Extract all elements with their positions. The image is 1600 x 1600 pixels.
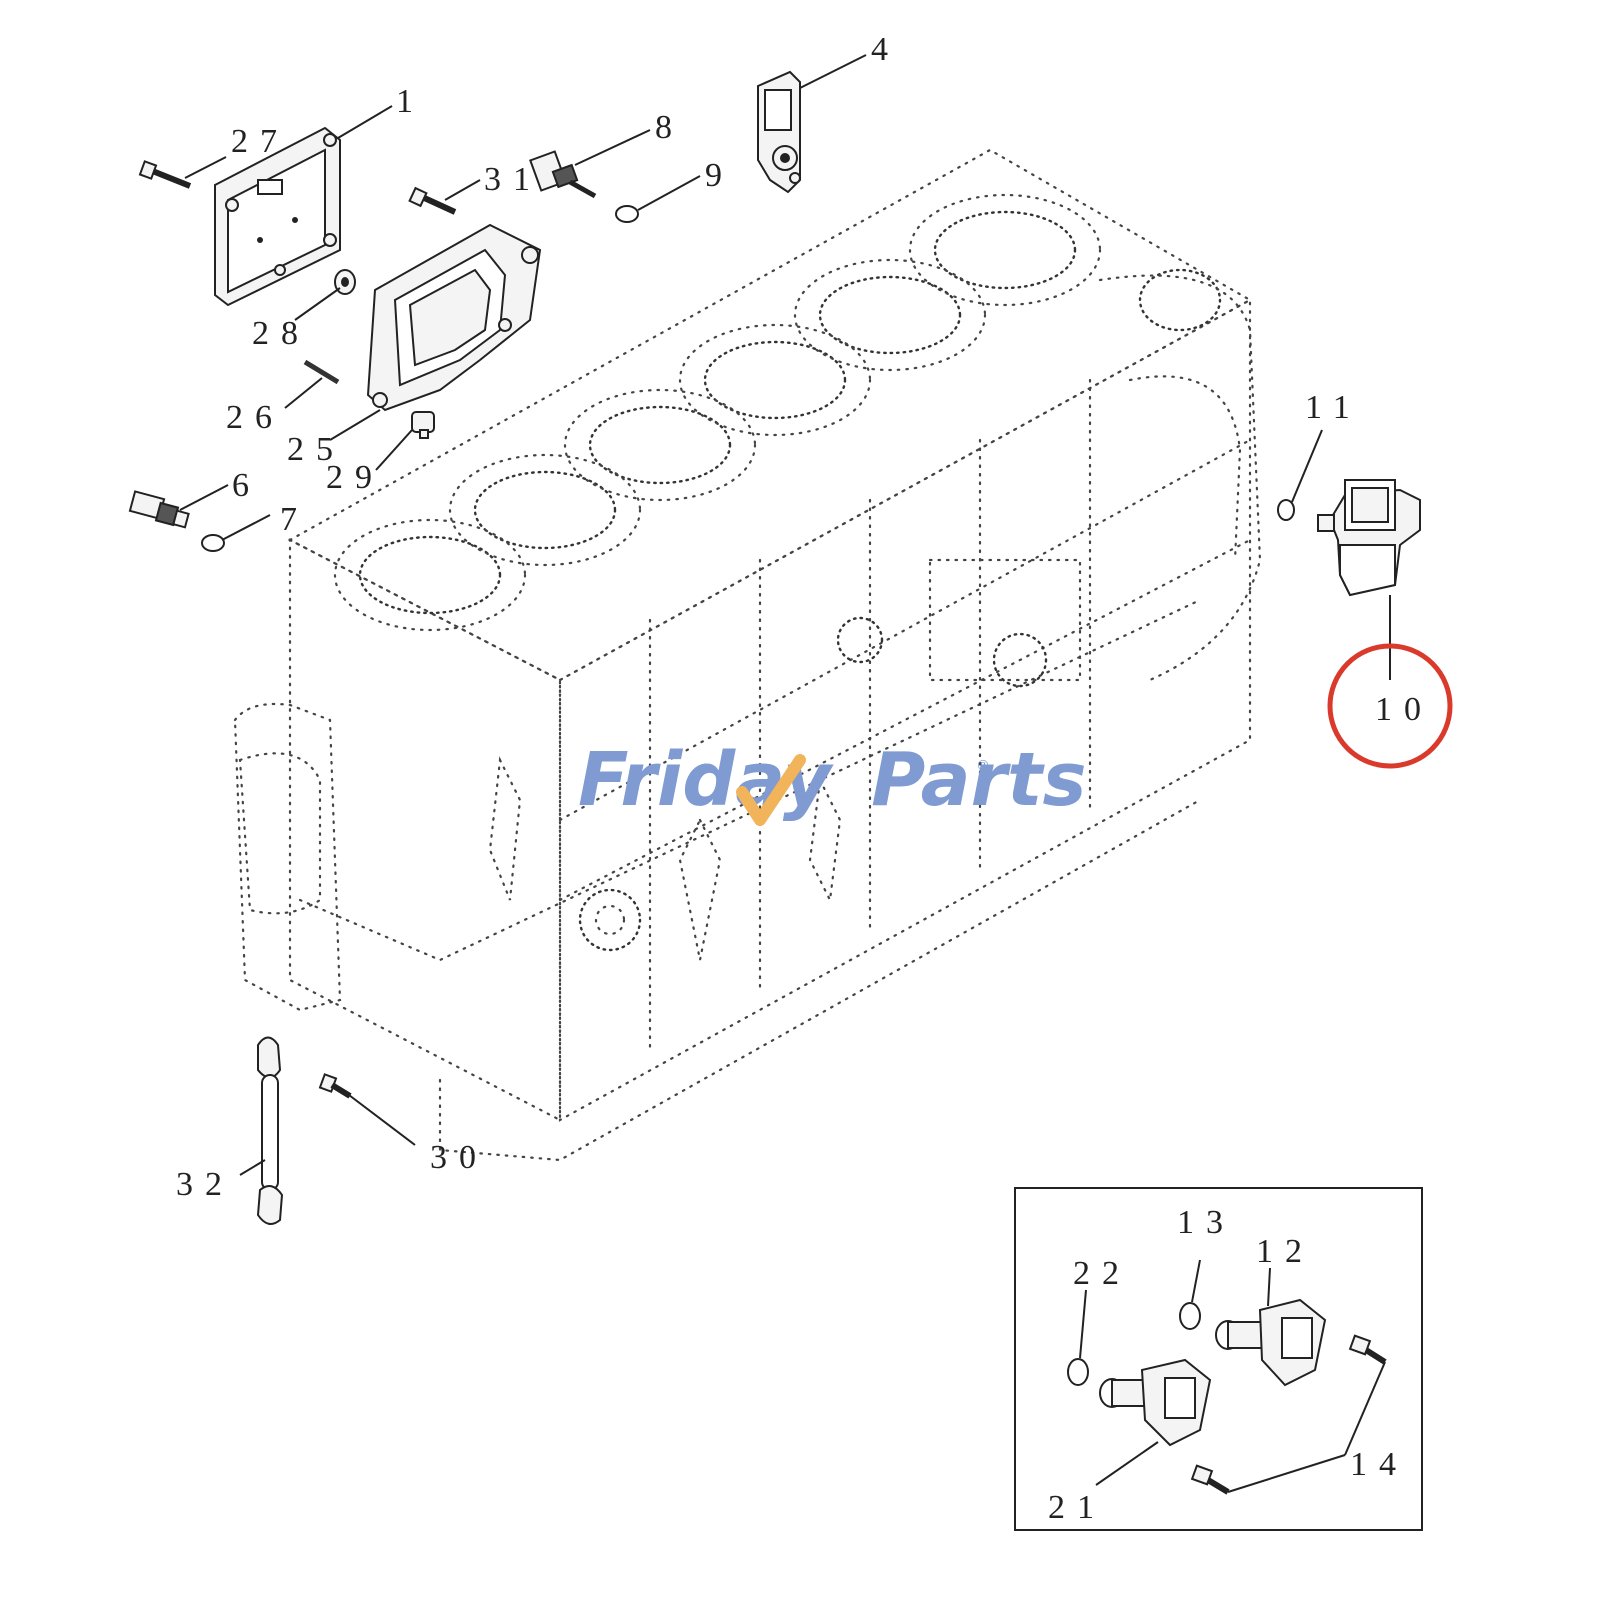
part-4-pressure-sensor xyxy=(757,70,801,194)
callout-32: 32 xyxy=(176,1166,234,1203)
engine-block-outline xyxy=(233,148,1262,1162)
watermark-registered-mark: ® xyxy=(976,758,990,774)
part-21-speed-sensor xyxy=(1099,1358,1212,1447)
part-27-bolt xyxy=(138,160,192,189)
inset-detail-frame xyxy=(1014,1187,1423,1531)
callout-27: 27 xyxy=(231,123,289,160)
callout-12: 12 xyxy=(1256,1233,1314,1270)
callout-9: 9 xyxy=(705,157,734,194)
callout-25: 25 xyxy=(287,431,345,468)
part-32-wiring-harness xyxy=(256,1036,284,1225)
part-7-o-ring xyxy=(201,534,225,552)
callout-14: 14 xyxy=(1350,1446,1408,1483)
callout-22: 22 xyxy=(1073,1255,1131,1292)
callout-30: 30 xyxy=(430,1139,488,1176)
part-29-plug xyxy=(411,411,435,439)
part-11-o-ring xyxy=(1277,499,1295,521)
callout-10: 10 xyxy=(1375,691,1433,728)
part-25-mounting-bracket xyxy=(366,223,542,412)
callout-11: 11 xyxy=(1305,389,1362,426)
part-6-sensor xyxy=(128,490,190,529)
watermark-check-mark xyxy=(736,754,806,826)
callout-4: 4 xyxy=(871,31,900,68)
callout-21: 21 xyxy=(1048,1489,1106,1526)
callout-7: 7 xyxy=(280,501,309,538)
part-14-bolts xyxy=(1190,1334,1387,1495)
callout-26: 26 xyxy=(226,399,284,436)
part-10-map-sensor xyxy=(1317,479,1421,597)
part-8-temperature-sensor xyxy=(529,150,597,199)
callout-28: 28 xyxy=(252,315,310,352)
part-26-stud xyxy=(303,359,340,385)
part-12-speed-sensor xyxy=(1215,1298,1327,1387)
part-31-bolt xyxy=(408,186,457,215)
part-1-ecu-module xyxy=(214,126,341,307)
part-13-o-ring xyxy=(1179,1302,1201,1330)
watermark-text-friday: Friday xyxy=(578,737,834,823)
leader-lines xyxy=(179,54,1391,1493)
part-22-o-ring xyxy=(1067,1358,1089,1386)
callout-13: 13 xyxy=(1177,1204,1235,1241)
callout-6: 6 xyxy=(232,467,261,504)
watermark-text-parts: Parts xyxy=(871,737,1086,823)
callout-8: 8 xyxy=(655,109,684,146)
part-9-o-ring xyxy=(615,205,639,223)
highlight-circle xyxy=(1327,643,1453,769)
callout-1: 1 xyxy=(396,83,425,120)
callout-31: 31 xyxy=(484,161,542,198)
callout-29: 29 xyxy=(326,459,384,496)
watermark-logo: Friday Parts ® xyxy=(578,737,1087,826)
callout-labels: 1 27 4 8 31 9 28 26 25 29 6 7 11 10 32 3… xyxy=(176,31,1433,1526)
